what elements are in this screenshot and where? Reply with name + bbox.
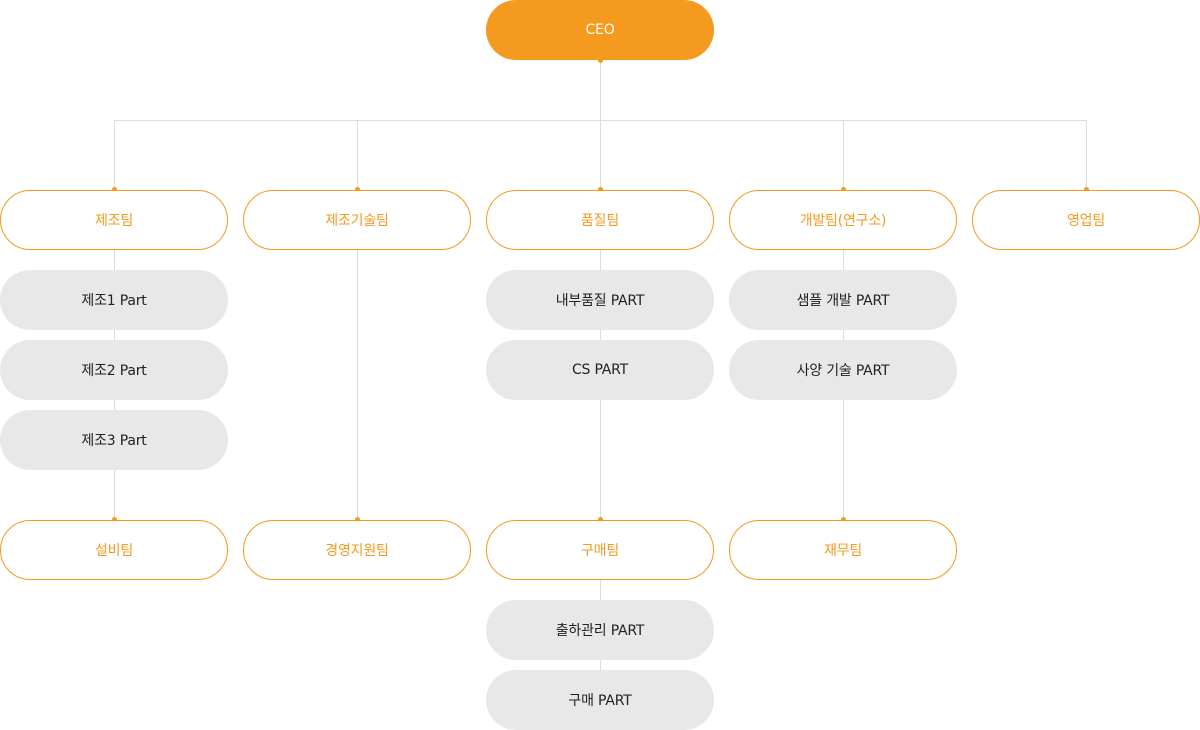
connector-dot-development [841, 187, 846, 192]
connector-dot-manufacturing [112, 187, 117, 192]
branch-line-sales [1086, 120, 1087, 190]
team-sales: 영업팀 [972, 190, 1200, 250]
part-sample-dev: 샘플 개발 PART [729, 270, 957, 330]
part-mfg-3: 제조3 Part [0, 410, 228, 470]
connector-dot-finance [841, 517, 846, 522]
team-purchasing: 구매팀 [486, 520, 714, 580]
part-mfg-2: 제조2 Part [0, 340, 228, 400]
ceo-node: CEO [486, 0, 714, 60]
part-shipping: 출하관리 PART [486, 600, 714, 660]
part-purchase: 구매 PART [486, 670, 714, 730]
branch-line-mfg-tech [357, 120, 358, 190]
team-manufacturing: 제조팀 [0, 190, 228, 250]
branch-line-quality [600, 120, 601, 190]
team-mfg-tech: 제조기술팀 [243, 190, 471, 250]
connector-dot-purchasing [598, 517, 603, 522]
connector-dot-sales [1084, 187, 1089, 192]
ceo-stem-line [600, 60, 601, 120]
column-line-mfg-tech [357, 250, 358, 520]
branch-line-manufacturing [114, 120, 115, 190]
branch-line-development [843, 120, 844, 190]
team-facilities: 설비팀 [0, 520, 228, 580]
connector-dot-management-support [355, 517, 360, 522]
connector-dot-mfg-tech [355, 187, 360, 192]
team-development: 개발팀(연구소) [729, 190, 957, 250]
part-spec-tech: 사양 기술 PART [729, 340, 957, 400]
team-finance: 재무팀 [729, 520, 957, 580]
team-management-support: 경영지원팀 [243, 520, 471, 580]
connector-dot-facilities [112, 517, 117, 522]
ceo-connector-dot [598, 58, 603, 63]
part-cs: CS PART [486, 340, 714, 400]
part-internal-quality: 내부품질 PART [486, 270, 714, 330]
part-mfg-1: 제조1 Part [0, 270, 228, 330]
team-quality: 품질팀 [486, 190, 714, 250]
connector-dot-quality [598, 187, 603, 192]
